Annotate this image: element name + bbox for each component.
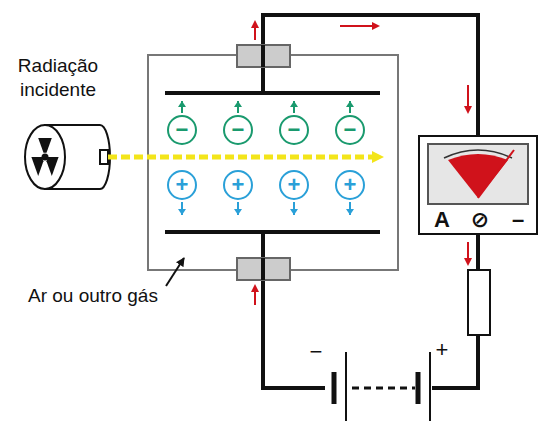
wire <box>432 335 478 388</box>
meter-display <box>428 144 528 204</box>
wire <box>263 232 332 388</box>
positive-ion: + <box>167 170 197 200</box>
battery-symbol <box>325 352 430 421</box>
gas-label: Ar ou outro gás <box>28 284 158 308</box>
ion-sign: − <box>288 119 301 141</box>
ion-drift-arrow <box>234 209 242 215</box>
negative-ion: − <box>167 115 197 145</box>
negative-ion: − <box>279 115 309 145</box>
ion-drift-arrow <box>346 101 354 107</box>
resistor-symbol <box>468 270 490 335</box>
ion-sign: + <box>344 174 357 196</box>
insulator <box>237 45 290 67</box>
positive-ion: + <box>335 170 365 200</box>
ion-sign: + <box>288 174 301 196</box>
ammeter: A ⊘ – <box>418 135 538 235</box>
negative-ion: − <box>223 115 253 145</box>
ion-drift-arrow <box>178 101 186 107</box>
positive-ion: + <box>223 170 253 200</box>
leader-line <box>166 258 184 286</box>
ion-sign: + <box>176 174 189 196</box>
ion-drift-arrow <box>178 209 186 215</box>
negative-plate <box>165 91 380 95</box>
ion-sign: − <box>232 119 245 141</box>
meter-marking: – <box>512 209 524 231</box>
ion-drift-arrow <box>234 101 242 107</box>
radiation-beam <box>108 155 378 160</box>
source-label: Radiação incidente <box>2 54 114 102</box>
ion-sign: − <box>176 119 189 141</box>
battery-polarity: − <box>306 338 326 366</box>
insulator <box>237 258 290 280</box>
meter-marking: A <box>434 209 450 231</box>
negative-ion: − <box>335 115 365 145</box>
positive-plate <box>165 230 380 234</box>
chamber-housing <box>148 55 398 270</box>
ion-drift-arrow <box>290 209 298 215</box>
ion-drift-arrow <box>290 101 298 107</box>
ion-sign: + <box>232 174 245 196</box>
meter-marking: ⊘ <box>471 209 489 231</box>
ion-drift-arrow <box>346 209 354 215</box>
battery-polarity: + <box>432 336 452 364</box>
ion-sign: − <box>344 119 357 141</box>
radiation-source <box>25 125 110 189</box>
wire <box>476 235 480 270</box>
positive-ion: + <box>279 170 309 200</box>
